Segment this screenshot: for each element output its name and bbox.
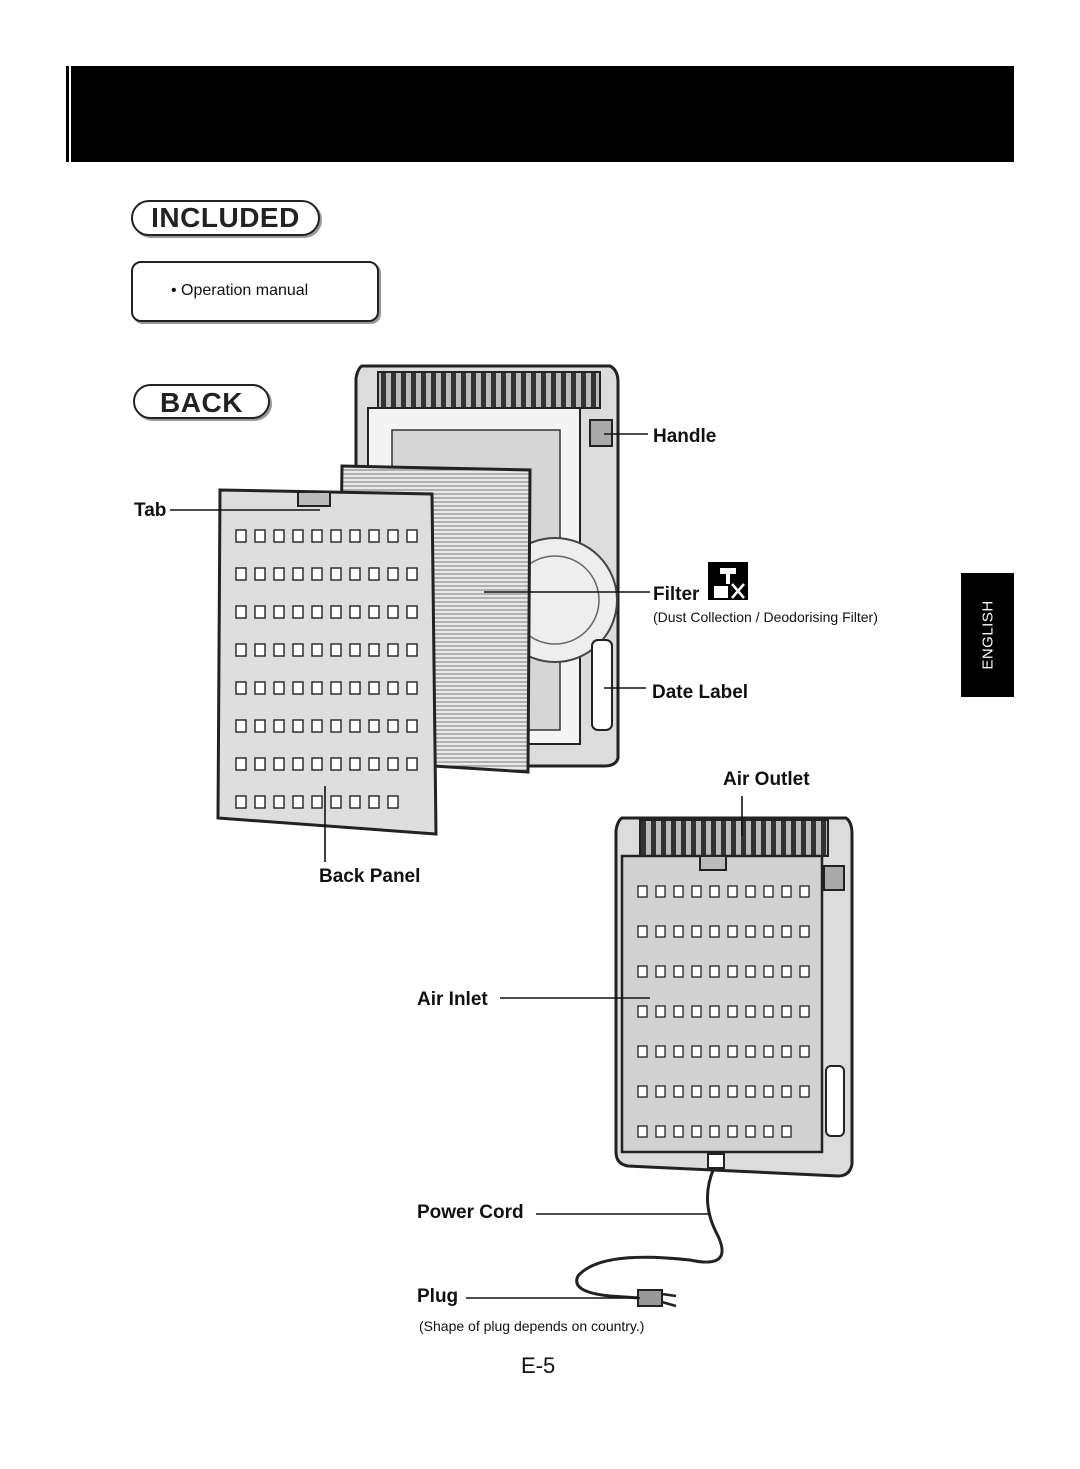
label-tab: Tab: [134, 500, 167, 521]
label-air-inlet: Air Inlet: [417, 989, 488, 1010]
label-back-panel: Back Panel: [319, 866, 421, 887]
header-bar: [66, 66, 1014, 162]
back-section-title: BACK: [133, 384, 270, 419]
purifier-unit-assembled: [614, 816, 854, 1178]
label-handle: Handle: [653, 426, 717, 447]
label-power-cord: Power Cord: [417, 1202, 524, 1223]
included-item-operation-manual: • Operation manual: [171, 282, 309, 299]
power-cord-illustration: [575, 1167, 724, 1308]
leader-lines: [170, 433, 743, 1299]
included-section-title: INCLUDED: [131, 200, 320, 236]
label-date-label: Date Label: [652, 682, 749, 703]
page-number: E-5: [521, 1353, 556, 1378]
handle-shape: [589, 419, 613, 447]
label-air-outlet: Air Outlet: [723, 769, 810, 790]
label-filter-note: (Dust Collection / Deodorising Filter): [653, 609, 878, 625]
label-plug: Plug: [417, 1286, 459, 1307]
filter-wash-prohibited-icon: [708, 562, 748, 600]
date-label-shape: [591, 639, 613, 731]
back-panel-illustration: [216, 488, 438, 836]
language-tab: ENGLISH: [961, 573, 1014, 697]
label-plug-note: (Shape of plug depends on country.): [419, 1318, 645, 1334]
included-items-box: • Operation manual: [131, 261, 379, 322]
label-filter: Filter: [653, 584, 700, 605]
